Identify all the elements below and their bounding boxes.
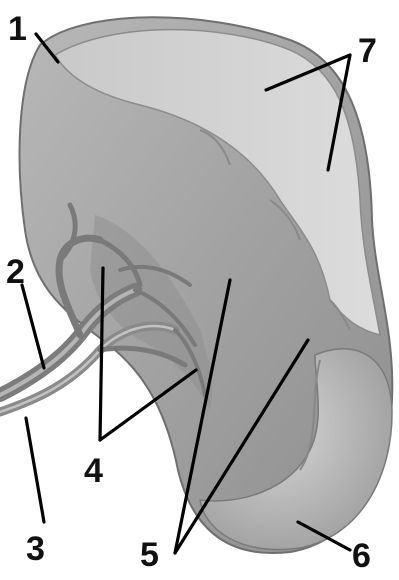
leader-2	[22, 285, 44, 368]
label-5: 5	[140, 536, 159, 574]
label-4: 4	[84, 452, 103, 490]
label-1: 1	[8, 10, 27, 48]
label-6: 6	[352, 537, 371, 575]
leader-3	[26, 418, 44, 522]
label-3: 3	[26, 530, 45, 568]
label-7: 7	[358, 32, 377, 70]
label-2: 2	[6, 253, 25, 291]
